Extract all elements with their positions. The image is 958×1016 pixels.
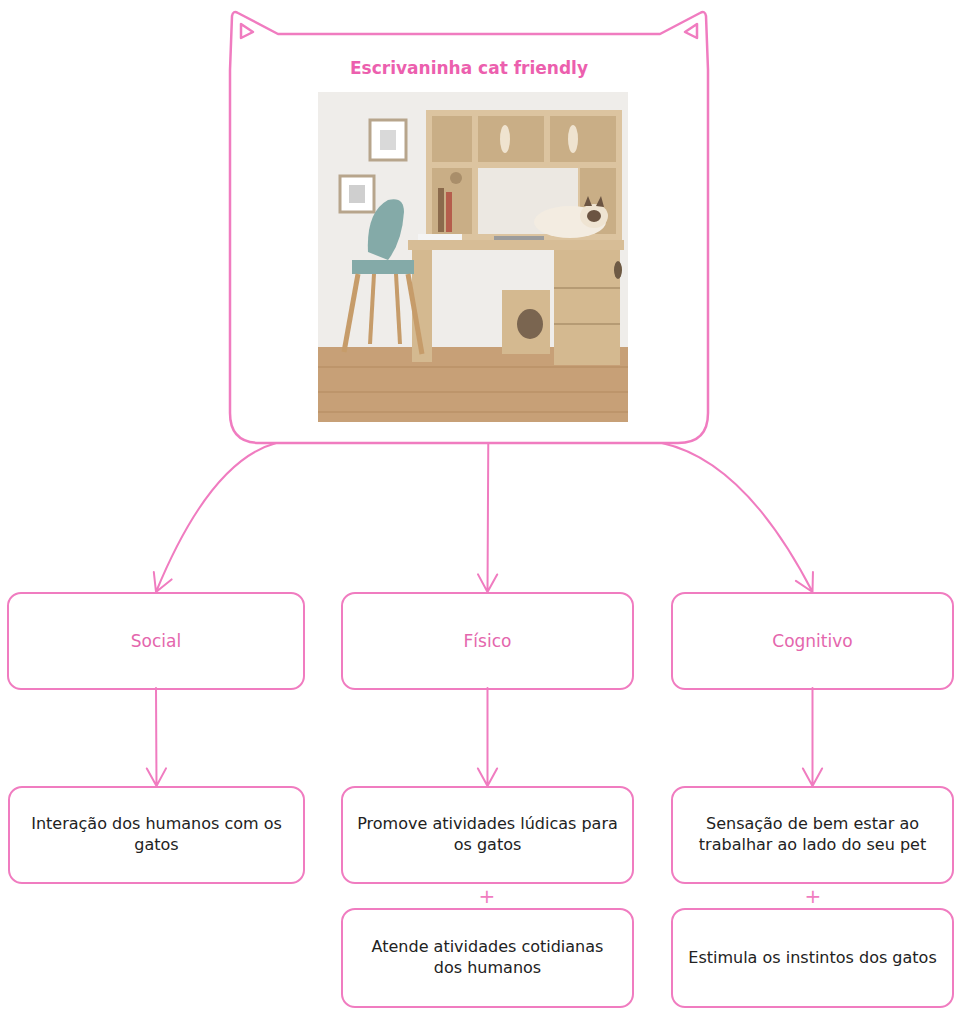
text-group: Cognitivo: [772, 631, 852, 651]
text-group: Atende atividades cotidianas dos humanos: [355, 937, 620, 979]
benefit-text: Sensação de bem estar ao trabalhar ao la…: [685, 814, 940, 856]
category-box: Físico: [341, 592, 634, 690]
arrow-connector: [478, 443, 497, 592]
benefit-text: Estimula os instintos dos gatos: [688, 948, 936, 969]
diagram-title: Escrivaninha cat friendly: [228, 58, 710, 78]
cat-ear-frame: Escrivaninha cat friendly: [228, 8, 710, 445]
text-group: Promove atividades lúdicas para os gatos: [355, 814, 620, 856]
arrow-connector: [478, 688, 497, 786]
category-box: Cognitivo: [671, 592, 954, 690]
category-box: Social: [7, 592, 305, 690]
arrow-connector: [803, 688, 822, 786]
category-label: Cognitivo: [772, 631, 852, 651]
benefit-box: Atende atividades cotidianas dos humanos: [341, 908, 634, 1008]
benefit-box: Promove atividades lúdicas para os gatos: [341, 786, 634, 884]
text-group: Sensação de bem estar ao trabalhar ao la…: [685, 814, 940, 856]
benefit-text: Atende atividades cotidianas dos humanos: [355, 937, 620, 979]
text-group: Escrivaninha cat friendly: [228, 58, 710, 78]
category-label: Social: [131, 631, 181, 651]
plus-sign: +: [475, 886, 500, 906]
text-group: Estimula os instintos dos gatos: [688, 948, 936, 969]
text-group: Social: [131, 631, 181, 651]
arrow-connector: [662, 443, 813, 592]
plus-sign: +: [801, 886, 826, 906]
arrow-connector: [154, 443, 276, 592]
benefit-box: Estimula os instintos dos gatos: [671, 908, 954, 1008]
benefit-box: Interação dos humanos com os gatos: [8, 786, 305, 884]
desk-photo: [318, 92, 628, 422]
benefit-text: Interação dos humanos com os gatos: [22, 814, 291, 856]
category-label: Físico: [464, 631, 512, 651]
benefit-text: Promove atividades lúdicas para os gatos: [355, 814, 620, 856]
arrow-connector: [147, 688, 166, 786]
text-group: Físico: [464, 631, 512, 651]
text-group: Interação dos humanos com os gatos: [22, 814, 291, 856]
benefit-box: Sensação de bem estar ao trabalhar ao la…: [671, 786, 954, 884]
